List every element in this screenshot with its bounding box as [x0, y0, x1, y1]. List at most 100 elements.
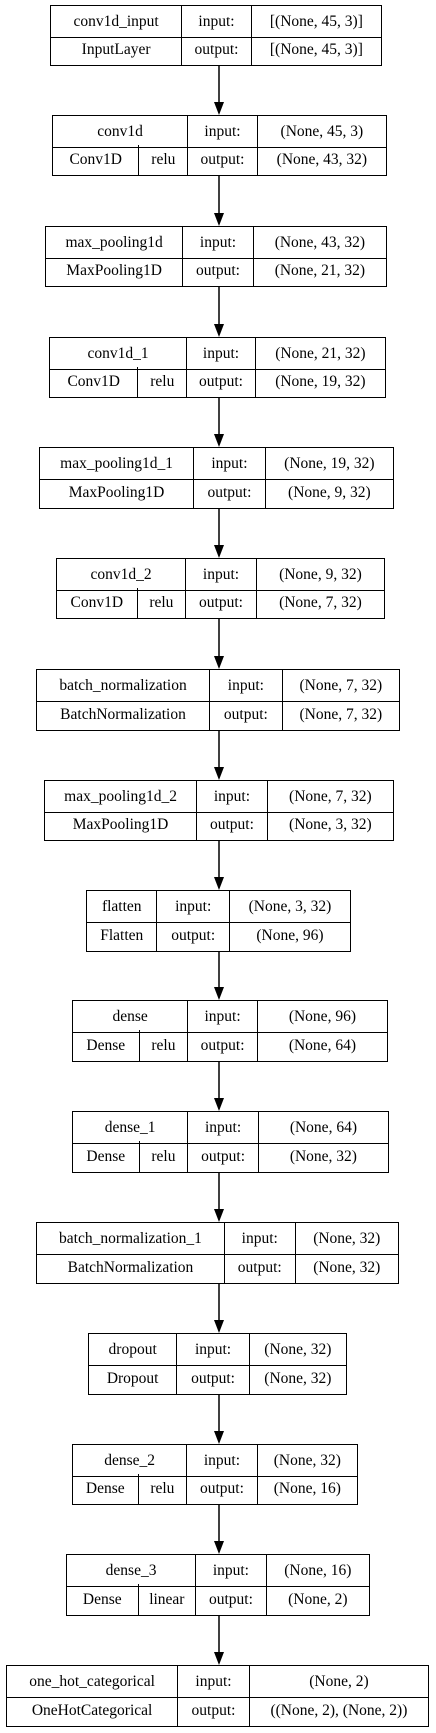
layer-class: Dropout — [89, 1363, 178, 1394]
layer-class: Dense — [73, 1030, 140, 1061]
output-label: output: — [196, 1584, 267, 1615]
input-shape: (None, 7, 32) — [289, 787, 372, 805]
output-shape: (None, 21, 32) — [274, 262, 366, 279]
arrowhead-icon — [214, 324, 224, 337]
output-shape: (None, 19, 32) — [275, 373, 366, 390]
input-shape: (None, 32) — [264, 1340, 332, 1358]
layer-class: Dense — [73, 1141, 140, 1172]
output-label: output: — [187, 1474, 258, 1504]
input-label: input: — [182, 6, 252, 37]
layer-activation: relu — [139, 1474, 188, 1504]
output-label: output: — [210, 699, 283, 730]
layer-name: dense_2 — [73, 1445, 188, 1476]
output-label: output: — [182, 35, 252, 65]
output-shape: (None, 32) — [289, 1147, 357, 1165]
layer-activation: relu — [140, 1030, 189, 1061]
input-label: input: — [187, 1445, 258, 1476]
layer-name: one_hot_categorical — [7, 1666, 179, 1697]
layer-activation: linear — [139, 1584, 197, 1615]
layer-class: Dense — [73, 1474, 139, 1504]
input-shape: (None, 32) — [313, 1229, 381, 1247]
input-label: input: — [225, 1223, 296, 1254]
input-label: input: — [188, 116, 258, 147]
arrowhead-icon — [214, 545, 224, 558]
output-shape: (None, 32) — [313, 1258, 381, 1276]
layer-name: dense — [73, 1001, 189, 1032]
input-shape: (None, 19, 32) — [284, 454, 375, 472]
input-label: input: — [188, 1112, 259, 1143]
layer-activation: relu — [138, 588, 187, 618]
input-shape: (None, 7, 32) — [299, 676, 383, 694]
input-shape: (None, 3, 32) — [248, 897, 332, 915]
layer-name: max_pooling1d — [46, 227, 184, 258]
output-shape: (None, 2) — [288, 1590, 348, 1608]
arrowhead-icon — [214, 656, 224, 669]
layer-activation: relu — [139, 145, 189, 175]
arrowhead-icon — [214, 767, 224, 780]
layer-activation: relu — [140, 1141, 189, 1172]
output-label: output: — [186, 588, 257, 618]
arrowhead-icon — [214, 1431, 224, 1444]
output-label: output: — [188, 1030, 258, 1061]
input-shape: (None, 45, 3) — [280, 122, 364, 140]
layer-name: max_pooling1d_2 — [45, 781, 198, 812]
layer-name: conv1d_1 — [50, 338, 188, 369]
input-shape: (None, 64) — [289, 1118, 357, 1136]
input-label: input: — [186, 559, 257, 590]
layer-name: dropout — [89, 1334, 178, 1365]
layer-name: batch_normalization_1 — [37, 1223, 225, 1254]
output-shape: (None, 32) — [264, 1369, 332, 1387]
input-label: input: — [194, 448, 266, 479]
output-label: output: — [225, 1252, 296, 1283]
output-label: output: — [178, 1695, 250, 1726]
layer-class: OneHotCategorical — [7, 1695, 179, 1726]
arrowhead-icon — [214, 1209, 224, 1222]
arrowhead-icon — [214, 1098, 224, 1111]
input-label: input: — [210, 670, 283, 701]
arrowhead-icon — [214, 213, 224, 226]
input-shape: [(None, 45, 3)] — [269, 12, 363, 30]
arrowhead-icon — [214, 1652, 224, 1665]
output-label: output: — [188, 145, 258, 175]
input-shape: (None, 2) — [309, 1672, 369, 1690]
output-label: output: — [194, 477, 266, 508]
arrowhead-icon — [214, 987, 224, 1000]
output-shape: ((None, 2), (None, 2)) — [270, 1701, 408, 1719]
output-shape: (None, 96) — [256, 926, 324, 944]
layer-activation: relu — [138, 367, 188, 397]
input-shape: (None, 16) — [284, 1561, 352, 1579]
output-shape: [(None, 45, 3)] — [269, 41, 363, 58]
input-shape: (None, 32) — [273, 1451, 341, 1469]
layer-name: conv1d — [53, 116, 189, 147]
arrowhead-icon — [214, 102, 224, 115]
input-label: input: — [157, 891, 230, 922]
output-shape: (None, 16) — [273, 1480, 341, 1497]
layer-name: dense_3 — [67, 1555, 197, 1586]
layer-class: MaxPooling1D — [46, 256, 184, 286]
layer-class: InputLayer — [51, 35, 183, 65]
arrowhead-icon — [214, 877, 224, 890]
output-shape: (None, 64) — [288, 1036, 356, 1054]
output-label: output: — [187, 367, 256, 397]
output-shape: (None, 7, 32) — [279, 594, 362, 611]
layer-name: batch_normalization — [37, 670, 211, 701]
input-shape: (None, 96) — [288, 1007, 356, 1025]
layer-class: MaxPooling1D — [40, 477, 195, 508]
layer-class: BatchNormalization — [37, 1252, 225, 1283]
layer-class: Conv1D — [53, 145, 140, 175]
input-label: input: — [187, 338, 256, 369]
